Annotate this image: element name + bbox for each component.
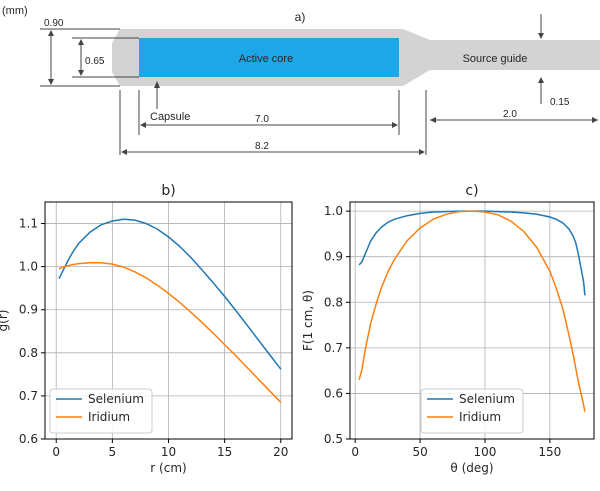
core-length-dimension	[138, 90, 400, 135]
y-tick-label: 0.7	[324, 341, 343, 355]
guide-length-dimension	[430, 117, 598, 123]
total-length-dimension	[119, 90, 427, 155]
source-schematic: (mm) a) Active core Source guide 0.90 0.…	[2, 5, 600, 155]
x-tick-label: 50	[412, 445, 427, 459]
legend-label-selenium: Selenium	[88, 392, 144, 406]
x-tick-label: 5	[109, 445, 117, 459]
x-tick-label: 0	[52, 445, 60, 459]
x-axis-label: θ (deg)	[450, 461, 493, 475]
outer-diameter-value: 0.90	[44, 18, 64, 29]
capsule-pointer	[154, 81, 160, 109]
active-core	[139, 38, 399, 77]
x-tick-label: 0	[351, 445, 359, 459]
y-tick-label: 0.8	[324, 295, 343, 309]
series-line-iridium	[358, 210, 586, 412]
x-tick-label: 15	[217, 445, 232, 459]
x-tick-label: 20	[273, 445, 288, 459]
capsule-label: Capsule	[150, 111, 190, 123]
legend-label-iridium: Iridium	[88, 410, 130, 424]
core-length-value: 7.0	[255, 114, 269, 125]
x-tick-label: 10	[161, 445, 176, 459]
unit-label: (mm)	[2, 5, 28, 17]
source-guide-label: Source guide	[463, 53, 528, 65]
y-tick-label: 1.0	[324, 204, 343, 218]
panel-label: c)	[465, 183, 478, 199]
y-tick-label: 0.9	[324, 250, 343, 264]
core-diameter-dimension	[72, 37, 139, 78]
series-line-selenium	[358, 210, 586, 296]
y-tick-label: 1.0	[19, 260, 38, 274]
panel-label-a: a)	[295, 10, 306, 24]
series-line-iridium	[58, 262, 282, 403]
radial-dose-chart: 0 5 10 15 20 0.6 0.7 0.8 0.9 1.0 1.1 b) r (cm) g(r) Se…	[0, 183, 293, 475]
anisotropy-chart: 0 50 100 150 0.5 0.6 0.7 0.8 0.9 1.0 c) θ (deg) F(1 …	[301, 183, 595, 475]
x-tick-label: 150	[538, 445, 561, 459]
guide-length-value: 2.0	[503, 109, 517, 120]
y-axis-label: g(r)	[0, 310, 10, 332]
plot-frame	[349, 201, 595, 440]
y-tick-label: 1.1	[19, 217, 38, 231]
y-tick-label: 0.7	[19, 389, 38, 403]
x-tick-label: 100	[474, 445, 497, 459]
active-core-label: Active core	[239, 53, 293, 65]
total-length-value: 8.2	[255, 141, 269, 152]
legend-box	[420, 388, 524, 434]
panel-label: b)	[161, 183, 175, 199]
legend-label-selenium: Selenium	[459, 392, 515, 406]
y-tick-label: 0.6	[19, 432, 38, 446]
x-axis-label: r (cm)	[150, 461, 186, 475]
wall-thickness-value: 0.15	[550, 97, 570, 108]
legend-label-iridium: Iridium	[459, 410, 501, 424]
legend-box	[49, 388, 153, 434]
y-tick-label: 0.8	[19, 346, 38, 360]
wall-thickness-dimension	[538, 14, 544, 104]
core-diameter-value: 0.65	[85, 56, 105, 67]
y-tick-label: 0.5	[324, 432, 343, 446]
y-tick-label: 0.6	[324, 386, 343, 400]
outer-diameter-dimension	[40, 28, 120, 87]
y-tick-label: 0.9	[19, 303, 38, 317]
series-line-selenium	[58, 218, 282, 370]
y-axis-label: F(1 cm, θ)	[301, 290, 315, 351]
